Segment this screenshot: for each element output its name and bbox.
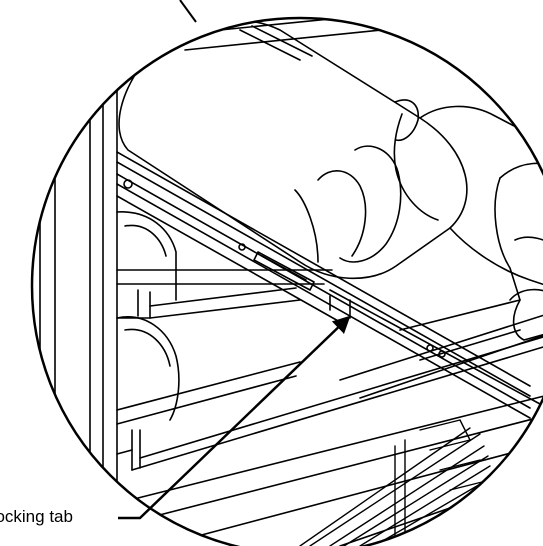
- right-bottle: [495, 163, 543, 340]
- slide-rail: [117, 152, 540, 418]
- locking-tab-leader-line: [118, 315, 351, 518]
- base-panel: [130, 300, 543, 546]
- locking-tab-label: Locking tab: [0, 507, 73, 526]
- cabinet-side-frame: [40, 84, 117, 546]
- top-leader-line: [180, 0, 196, 22]
- magnifier-outline: [32, 18, 543, 546]
- shelf-slats: [117, 270, 543, 470]
- upper-bottle: [119, 20, 543, 290]
